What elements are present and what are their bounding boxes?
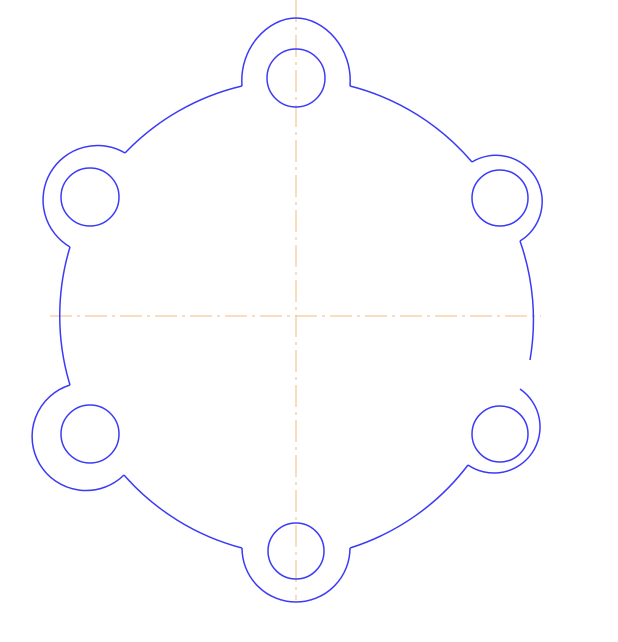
bolt-lug-lower-left bbox=[31, 384, 125, 492]
main-flange-outline bbox=[59, 85, 535, 549]
bolt-lugs bbox=[31, 17, 543, 603]
bolt-lug-bottom bbox=[241, 547, 351, 603]
bolt-lug-upper-left bbox=[42, 144, 126, 248]
bolt-lug-upper-right bbox=[471, 154, 543, 242]
bolt-lug-lower-right bbox=[467, 388, 541, 474]
center-lines bbox=[50, 0, 541, 600]
bolt-hole-lower-right bbox=[471, 405, 529, 463]
bolt-holes bbox=[60, 48, 529, 580]
bolt-hole-upper-left bbox=[60, 167, 120, 227]
bolt-hole-bottom bbox=[267, 522, 325, 580]
bolt-hole-top bbox=[266, 48, 326, 108]
main-flange-circle bbox=[59, 85, 535, 549]
bolt-lug-top bbox=[241, 17, 351, 87]
bolt-hole-lower-left bbox=[60, 404, 120, 464]
bolt-hole-upper-right bbox=[471, 169, 529, 227]
